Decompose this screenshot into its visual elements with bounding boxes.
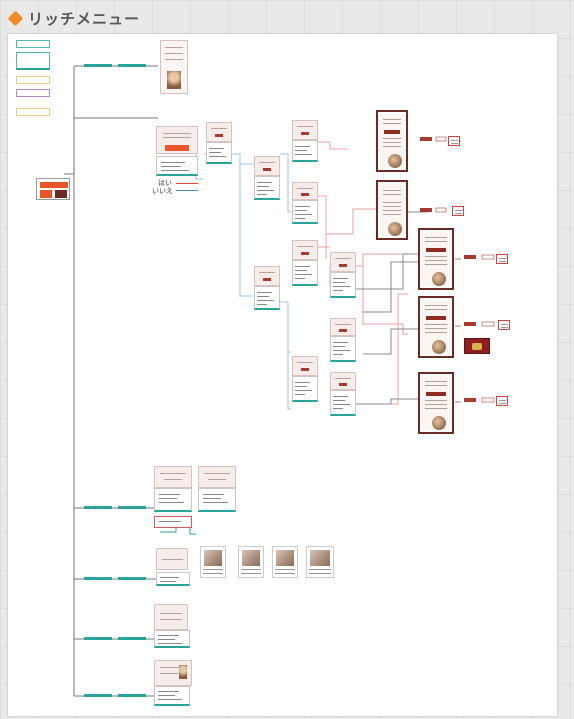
bottom-panel-b[interactable] (198, 488, 236, 512)
step-card-a[interactable] (206, 122, 232, 142)
end-node-3[interactable] (496, 254, 508, 264)
step-card-e[interactable] (292, 182, 318, 200)
gallery-panel[interactable] (156, 572, 190, 586)
result-card-3[interactable] (418, 228, 454, 290)
bottom-card-a[interactable] (154, 466, 192, 488)
legend-box-2 (16, 52, 50, 70)
step-card-b[interactable] (254, 156, 280, 176)
lower-card-b[interactable] (154, 660, 192, 686)
root-rich-menu-node[interactable] (36, 178, 70, 200)
board-title: リッチメニュー (28, 9, 141, 28)
lower-panel-b[interactable] (154, 686, 190, 706)
result-card-4[interactable] (418, 296, 454, 358)
step-panel-a[interactable] (206, 142, 232, 164)
step-panel-j[interactable] (330, 390, 356, 416)
bottom-red-note[interactable] (154, 516, 192, 528)
question-card[interactable] (156, 126, 198, 154)
step-card-d[interactable] (292, 120, 318, 140)
no-label: いいえ (152, 187, 173, 195)
step-panel-f[interactable] (292, 260, 318, 286)
step-panel-i[interactable] (330, 336, 356, 362)
bottom-panel-a[interactable] (154, 488, 192, 512)
end-node-4[interactable] (498, 320, 510, 330)
gallery-thumb-3[interactable] (272, 546, 298, 578)
step-panel-h[interactable] (330, 272, 356, 298)
question-panel[interactable] (156, 156, 198, 176)
profile-card[interactable] (160, 40, 188, 94)
diamond-icon (7, 10, 24, 26)
step-card-f[interactable] (292, 240, 318, 260)
step-card-c[interactable] (254, 266, 280, 286)
gallery-card[interactable] (156, 548, 188, 570)
step-panel-e[interactable] (292, 200, 318, 224)
gallery-thumb-2[interactable] (238, 546, 264, 578)
step-panel-d[interactable] (292, 140, 318, 162)
gallery-thumb-1[interactable] (200, 546, 226, 578)
legend-box-1 (16, 40, 50, 48)
lower-card-a[interactable] (154, 604, 188, 630)
step-panel-c[interactable] (254, 286, 280, 310)
step-card-i[interactable] (330, 318, 356, 336)
step-panel-g[interactable] (292, 376, 318, 402)
product-image[interactable] (464, 338, 490, 354)
step-card-h[interactable] (330, 252, 356, 272)
result-card-1[interactable] (376, 110, 408, 172)
board-header: リッチメニュー (7, 8, 141, 28)
end-node-5[interactable] (496, 396, 508, 406)
yes-arrow (176, 183, 198, 184)
legend-box-3 (16, 76, 50, 84)
end-node-1[interactable] (448, 136, 460, 146)
step-card-j[interactable] (330, 372, 356, 390)
yes-label: はい (158, 179, 172, 187)
step-panel-b[interactable] (254, 176, 280, 200)
gallery-thumb-4[interactable] (306, 546, 334, 578)
bottom-card-b[interactable] (198, 466, 236, 488)
lower-panel-a[interactable] (154, 630, 190, 648)
no-arrow (176, 190, 198, 191)
result-card-5[interactable] (418, 372, 454, 434)
result-card-2[interactable] (376, 180, 408, 240)
connector-lines (64, 64, 495, 697)
flow-canvas[interactable]: はい いいえ (8, 34, 557, 716)
step-card-g[interactable] (292, 356, 318, 376)
legend-box-4 (16, 89, 50, 97)
end-node-2[interactable] (452, 206, 464, 216)
legend-box-5 (16, 108, 50, 116)
